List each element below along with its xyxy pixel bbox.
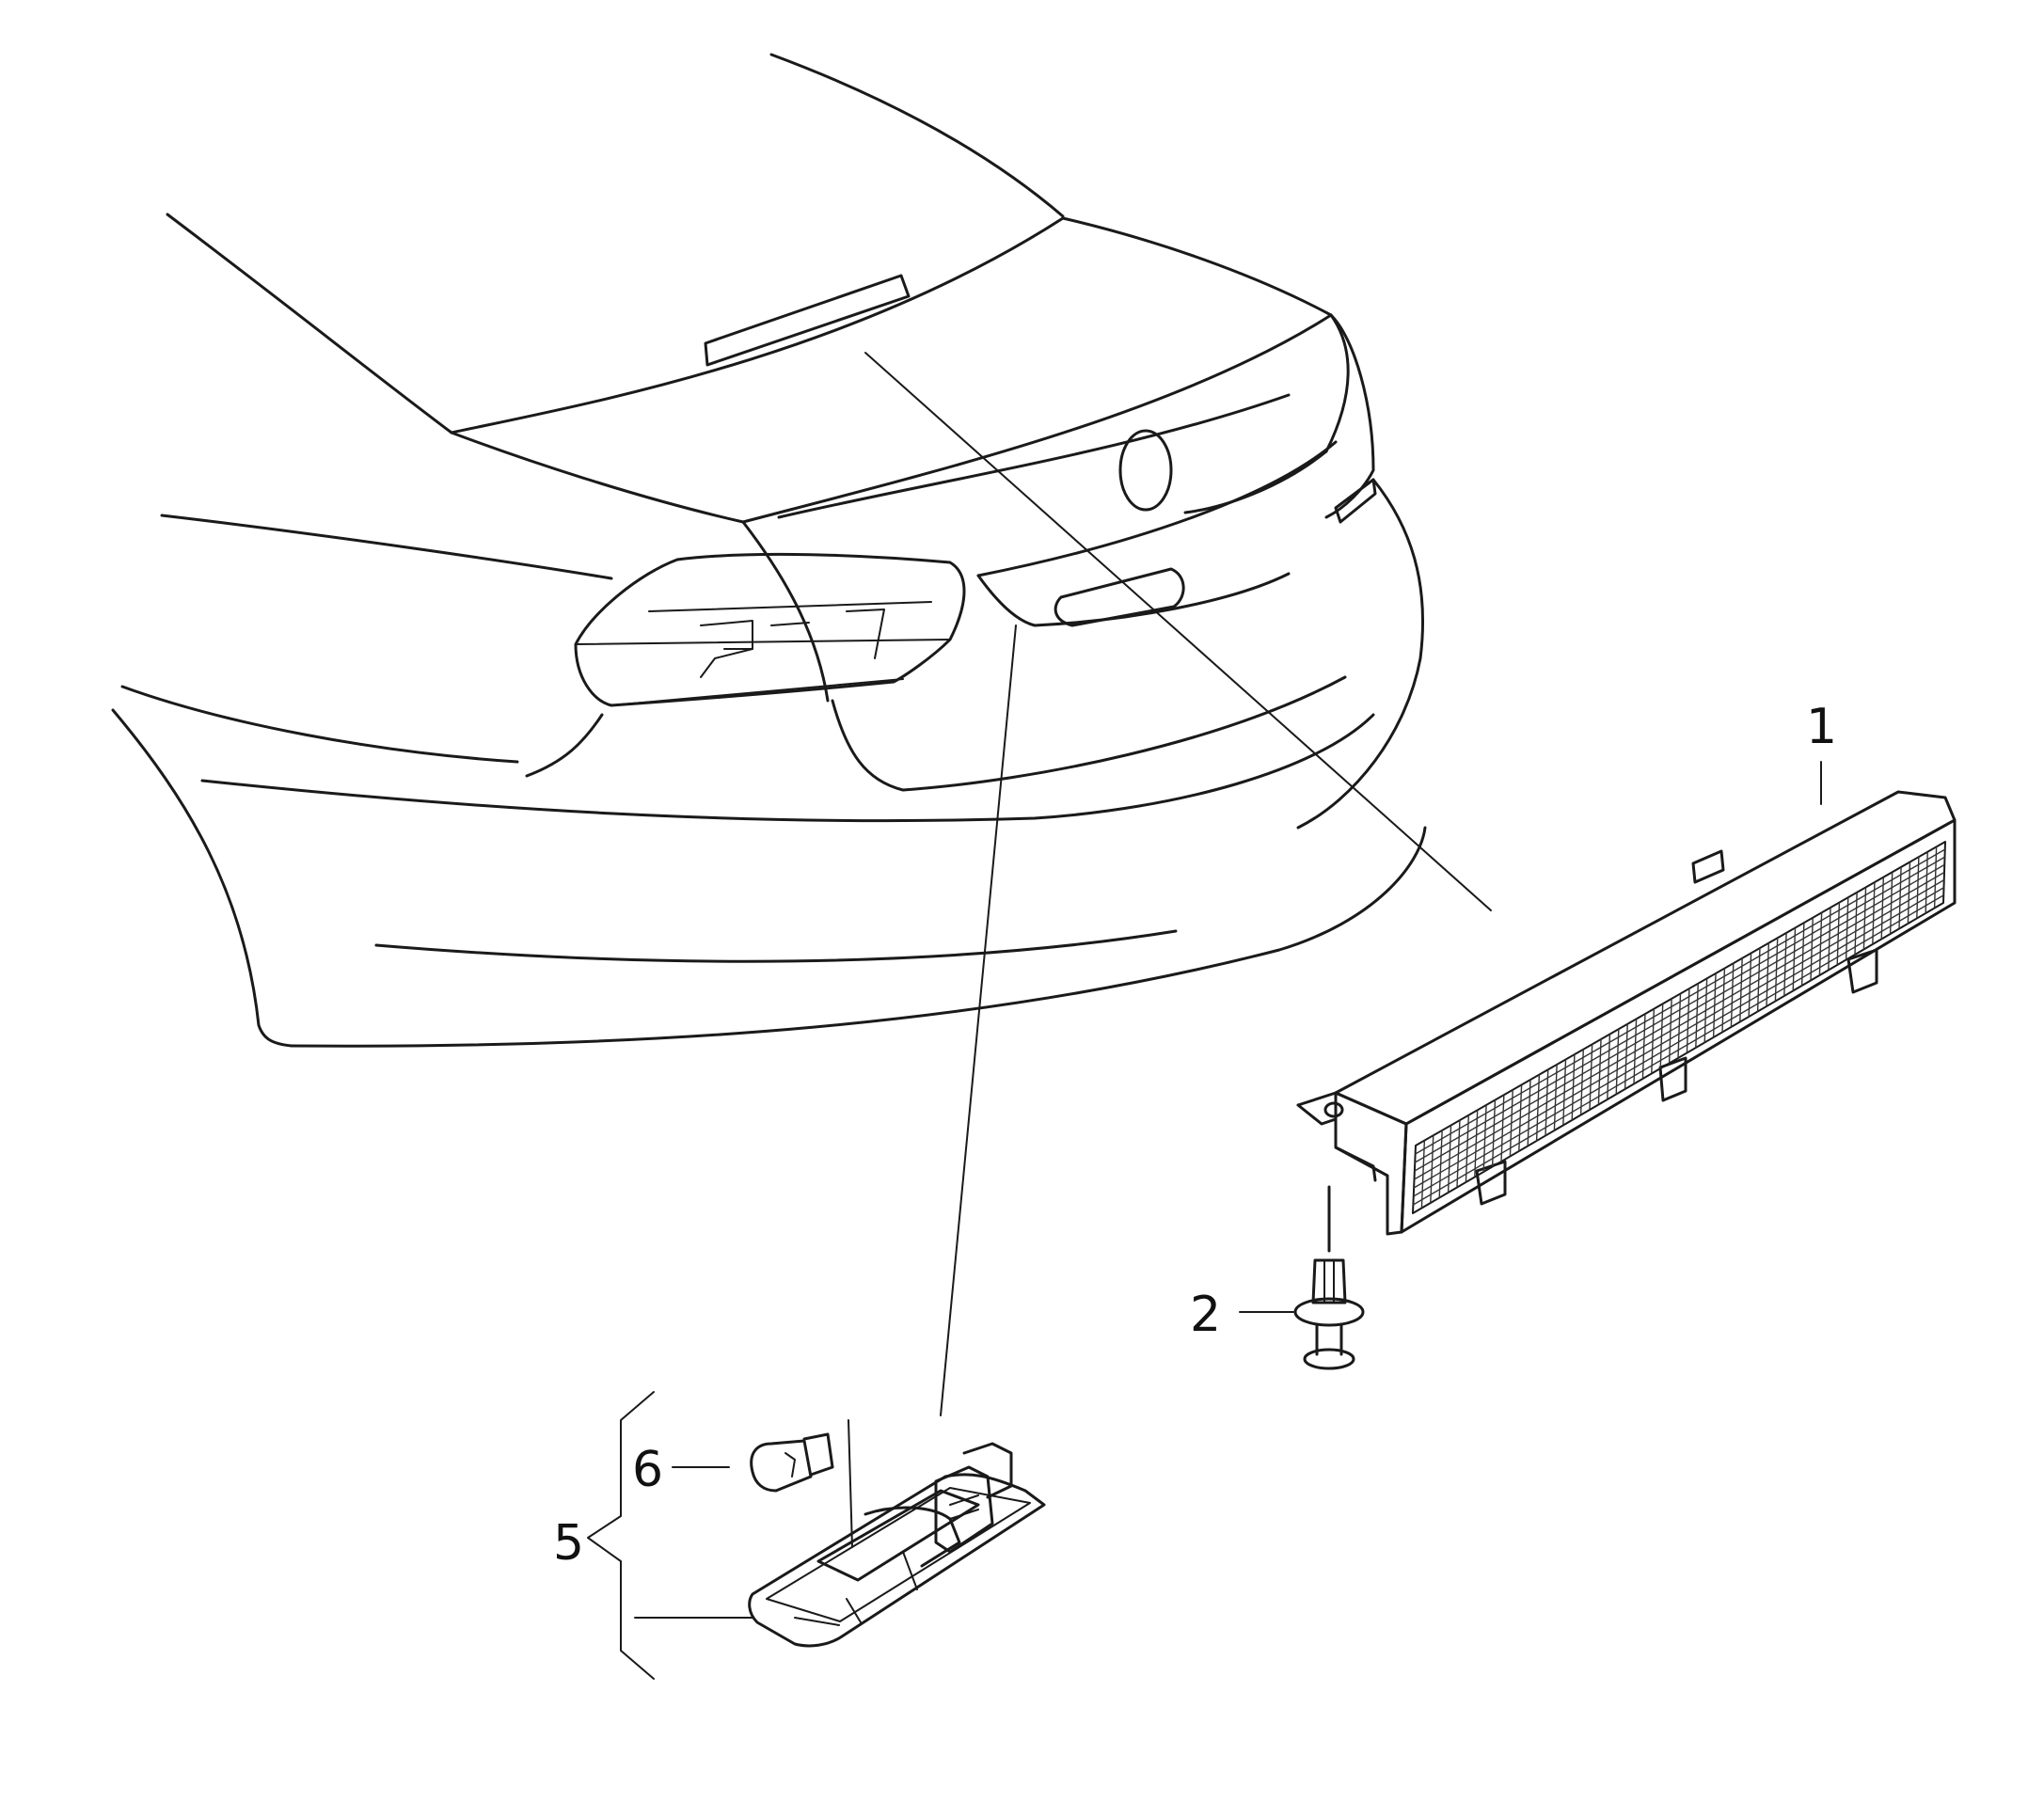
callout-2-label: 2	[1190, 1287, 1221, 1343]
lens-grid-line	[1414, 856, 1945, 1163]
lens-grid-line	[1414, 863, 1945, 1172]
leader-brake-light	[864, 352, 1492, 911]
screw-part	[1293, 1185, 1365, 1370]
leader-lines	[864, 352, 1492, 1416]
leader-plate-light	[940, 624, 1017, 1416]
lens-grid-line	[1413, 887, 1944, 1197]
lens-grid-line	[1413, 879, 1945, 1189]
plate-light-part	[748, 1419, 1046, 1648]
lens-grid-line	[1415, 848, 1946, 1155]
callout-6: 6	[632, 1442, 730, 1498]
callout-2: 2	[1190, 1287, 1294, 1343]
callout-1-label: 1	[1806, 699, 1837, 755]
callout-1: 1	[1806, 699, 1837, 805]
lens-grid-line	[1414, 871, 1945, 1180]
callout-5-label: 5	[553, 1515, 584, 1572]
brake-light-part	[1296, 790, 1957, 1236]
car-rear-body	[111, 53, 1427, 1048]
bulb-part	[750, 1432, 834, 1493]
callout-5: 5	[553, 1391, 753, 1680]
callout-6-label: 6	[632, 1442, 663, 1498]
lens-grid	[1413, 846, 1946, 1209]
lens-grid-line	[1413, 894, 1944, 1206]
